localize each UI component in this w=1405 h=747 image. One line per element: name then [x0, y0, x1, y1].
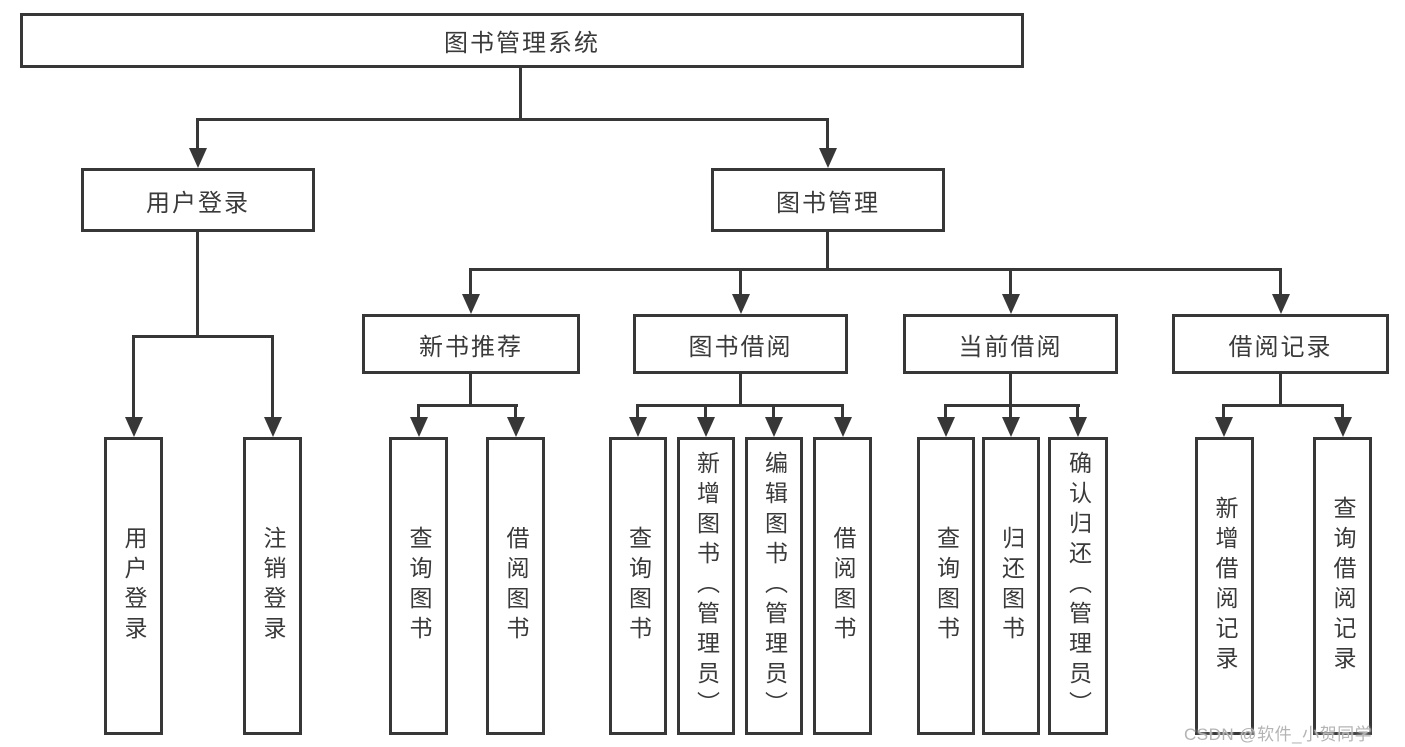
leaf-new-books-query-label: 查询图书	[406, 526, 432, 646]
leaf-borrowing-add-admin: 新增图书（管理员）	[677, 437, 735, 735]
leaf-records-query: 查询借阅记录	[1313, 437, 1372, 735]
leaf-current-confirm-return-admin: 确认归还（管理员）	[1048, 437, 1108, 735]
leaf-records-query-label: 查询借阅记录	[1330, 496, 1356, 676]
node-current-borrow: 当前借阅	[903, 314, 1118, 374]
node-book-borrow: 图书借阅	[633, 314, 848, 374]
leaf-new-books-borrow-label: 借阅图书	[503, 526, 529, 646]
arrow-new-books-leaf-2	[506, 404, 525, 437]
leaf-current-query-label: 查询图书	[933, 526, 960, 646]
connector-book-mgmt-stem	[826, 232, 829, 268]
connector-new-books-bar	[417, 404, 518, 407]
arrow-to-leaf-logout	[263, 335, 282, 437]
arrow-borrowing-leaf-2	[696, 404, 715, 437]
node-book-management: 图书管理	[711, 168, 945, 232]
arrow-to-records	[1271, 268, 1290, 314]
arrow-current-leaf-1	[936, 404, 955, 437]
arrow-to-new-books	[461, 268, 480, 314]
leaf-user-login-label: 用户登录	[121, 526, 147, 646]
leaf-current-query: 查询图书	[917, 437, 975, 735]
arrow-records-leaf-1	[1214, 404, 1233, 437]
arrow-new-books-leaf-1	[409, 404, 428, 437]
leaf-borrowing-query-label: 查询图书	[625, 526, 652, 646]
leaf-current-return: 归还图书	[982, 437, 1040, 735]
connector-user-login-stem	[196, 232, 199, 335]
node-user-login: 用户登录	[81, 168, 315, 232]
connector-new-books-stem	[469, 374, 472, 404]
leaf-borrowing-edit-admin-label: 编辑图书（管理员）	[761, 451, 788, 721]
leaf-logout: 注销登录	[243, 437, 302, 735]
arrow-to-leaf-user-login	[124, 335, 143, 437]
arrow-to-current	[1001, 268, 1020, 314]
node-borrow-records: 借阅记录	[1172, 314, 1389, 374]
connector-current-bar	[944, 404, 1080, 407]
leaf-records-add: 新增借阅记录	[1195, 437, 1254, 735]
node-new-book-recommend: 新书推荐	[362, 314, 580, 374]
arrow-borrowing-leaf-4	[833, 404, 852, 437]
leaf-current-confirm-return-admin-label: 确认归还（管理员）	[1065, 451, 1092, 721]
leaf-borrowing-borrow-label: 借阅图书	[830, 526, 856, 646]
connector-level2-bar	[469, 268, 1282, 271]
connector-records-stem	[1279, 374, 1282, 404]
arrow-to-user-login	[188, 118, 207, 168]
leaf-user-login: 用户登录	[104, 437, 163, 735]
connector-current-stem	[1009, 374, 1012, 404]
leaf-current-return-label: 归还图书	[998, 526, 1025, 646]
leaf-borrowing-add-admin-label: 新增图书（管理员）	[693, 451, 720, 721]
leaf-records-add-label: 新增借阅记录	[1212, 496, 1238, 676]
leaf-borrowing-edit-admin: 编辑图书（管理员）	[745, 437, 803, 735]
node-root-system: 图书管理系统	[20, 13, 1024, 68]
leaf-new-books-query: 查询图书	[389, 437, 448, 735]
arrow-to-book-mgmt	[818, 118, 837, 168]
arrow-to-borrowing	[731, 268, 750, 314]
connector-borrowing-stem	[739, 374, 742, 404]
arrow-borrowing-leaf-1	[628, 404, 647, 437]
connector-level1-bar	[196, 118, 829, 121]
connector-records-bar	[1222, 404, 1344, 407]
arrow-current-leaf-3	[1068, 404, 1087, 437]
leaf-new-books-borrow: 借阅图书	[486, 437, 545, 735]
connector-borrowing-bar	[636, 404, 844, 407]
connector-root-stem	[519, 68, 522, 118]
leaf-borrowing-query: 查询图书	[609, 437, 667, 735]
csdn-watermark: CSDN @软件_小贺同学	[1184, 725, 1373, 744]
arrow-borrowing-leaf-3	[764, 404, 783, 437]
leaf-borrowing-borrow: 借阅图书	[813, 437, 872, 735]
connector-user-login-bar	[132, 335, 274, 338]
leaf-logout-label: 注销登录	[260, 526, 286, 646]
arrow-current-leaf-2	[1001, 404, 1020, 437]
arrow-records-leaf-2	[1333, 404, 1352, 437]
